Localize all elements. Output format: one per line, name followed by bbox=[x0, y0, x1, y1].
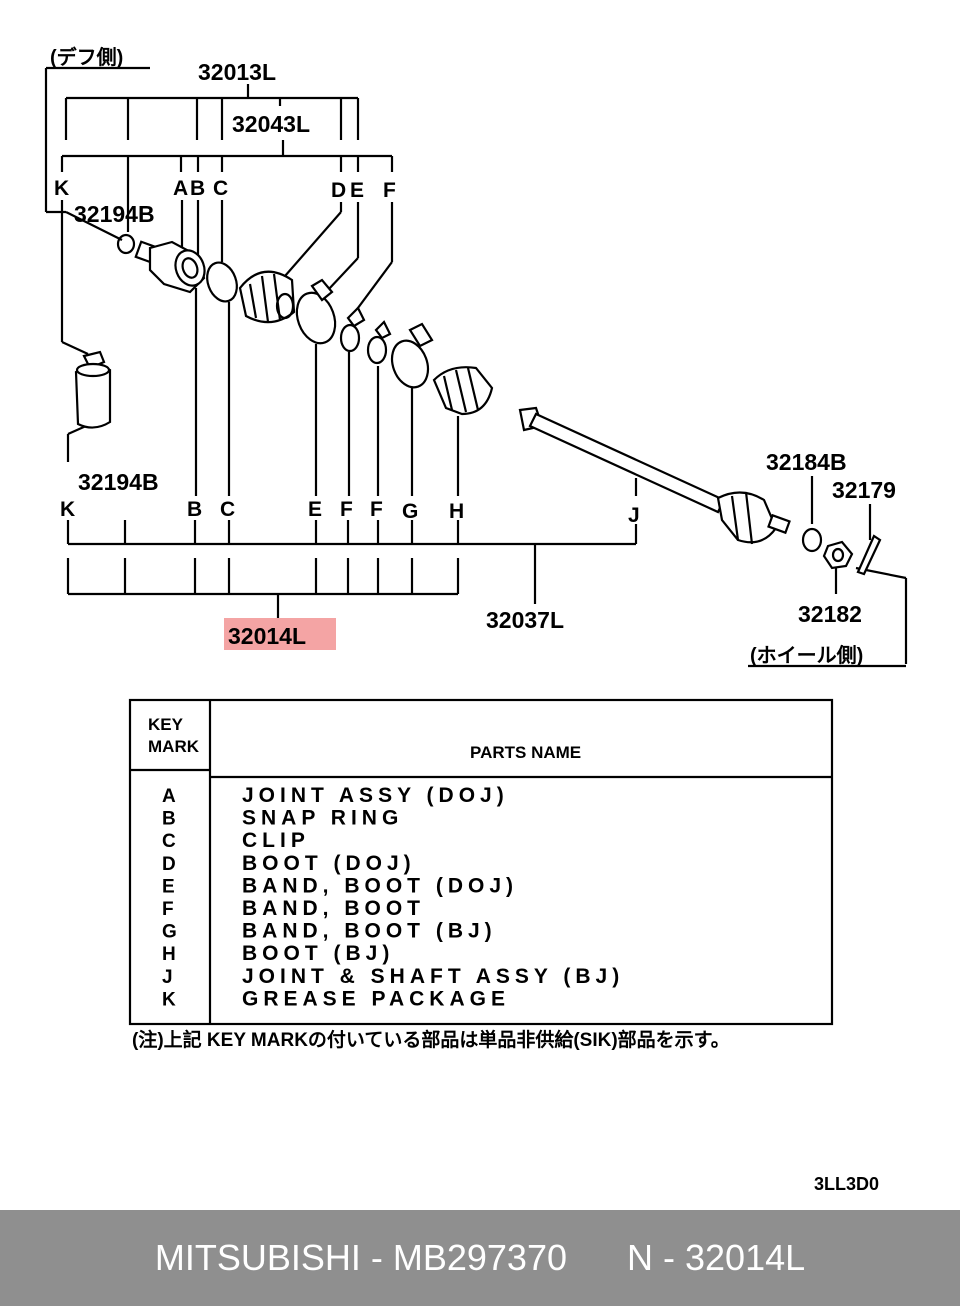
key-e-bottom: E bbox=[308, 498, 322, 521]
table-row-name: SNAP RING bbox=[242, 807, 403, 830]
part-32194b-top-label: 32194B bbox=[74, 201, 155, 227]
part-32037l-label: 32037L bbox=[486, 607, 564, 633]
key-mark-table: KEY MARK PARTS NAME A JOINT ASSY (DOJ) B SN… bbox=[128, 698, 834, 1026]
table-row-key: A bbox=[162, 786, 176, 807]
table-key-header-line2: MARK bbox=[148, 737, 200, 756]
bracket-lines bbox=[44, 66, 908, 668]
boot-doj-drawing bbox=[238, 270, 296, 324]
key-k-bottom: K bbox=[60, 498, 75, 521]
key-c-top: C bbox=[213, 177, 228, 200]
part-32194b-bottom-label: 32194B bbox=[78, 469, 159, 495]
key-e-top: E bbox=[350, 179, 364, 202]
boot-bj-drawing bbox=[432, 366, 494, 416]
band-f1-drawing bbox=[339, 306, 366, 353]
table-row-key: H bbox=[162, 944, 176, 965]
table-row-name: JOINT & SHAFT ASSY (BJ) bbox=[242, 965, 624, 988]
table-row-key: C bbox=[162, 831, 176, 852]
table-row-name: BAND, BOOT bbox=[242, 897, 425, 920]
part-32014l-label[interactable]: 32014L bbox=[228, 623, 306, 649]
part-32182-label: 32182 bbox=[798, 601, 862, 627]
footer-brand-part: MITSUBISHI - MB297370 bbox=[154, 1237, 567, 1278]
table-parts-header: PARTS NAME bbox=[470, 743, 581, 762]
table-row-name: CLIP bbox=[242, 829, 310, 852]
key-h-bottom: H bbox=[449, 500, 464, 523]
table-row-key: B bbox=[162, 809, 176, 830]
table-row-name: BOOT (BJ) bbox=[242, 942, 394, 965]
table-row-name: JOINT ASSY (DOJ) bbox=[242, 784, 509, 807]
part-32013l-label: 32013L bbox=[198, 59, 276, 85]
nut-drawing bbox=[822, 540, 854, 570]
key-k-top: K bbox=[54, 177, 69, 200]
band-e-drawing bbox=[295, 278, 337, 345]
part-32043l-label: 32043L bbox=[232, 111, 310, 137]
grease-package-drawing bbox=[74, 350, 112, 429]
snap-ring-drawing bbox=[116, 233, 136, 255]
footer-ref: N - 32014L bbox=[627, 1237, 806, 1278]
table-row-name: GREASE PACKAGE bbox=[242, 987, 510, 1010]
table-row-key: D bbox=[162, 854, 176, 875]
table-row-key: J bbox=[162, 967, 173, 988]
table-row-key: G bbox=[162, 922, 177, 943]
table-key-header-line1: KEY bbox=[148, 715, 184, 734]
band-g-drawing bbox=[390, 322, 434, 389]
doj-joint-drawing bbox=[134, 240, 206, 294]
key-a-top: A bbox=[173, 177, 188, 200]
table-row-key: F bbox=[162, 899, 174, 920]
key-j-bottom: J bbox=[628, 504, 640, 527]
footer-bar: MITSUBISHI - MB297370 N - 32014L bbox=[0, 1210, 960, 1306]
table-row-key: K bbox=[162, 989, 176, 1010]
key-f1-bottom: F bbox=[340, 498, 353, 521]
key-f-top: F bbox=[383, 179, 396, 202]
highlight-box bbox=[224, 618, 336, 650]
key-b-bottom: B bbox=[187, 498, 202, 521]
key-c-bottom: C bbox=[220, 498, 235, 521]
clip-drawing bbox=[206, 261, 238, 303]
wheel-side-label: (ホイール側) bbox=[750, 644, 863, 667]
part-32184b-label: 32184B bbox=[766, 449, 847, 475]
table-rows: A JOINT ASSY (DOJ) B SNAP RING C CLIP D BOOT (D… bbox=[162, 784, 624, 1010]
drawing-code: 3LL3D0 bbox=[814, 1174, 879, 1194]
table-row-name: BAND, BOOT (DOJ) bbox=[242, 874, 518, 897]
footer-spacer bbox=[567, 1237, 627, 1279]
key-b-top: B bbox=[190, 177, 205, 200]
parts-drawings bbox=[74, 233, 882, 576]
footnote: (注)上記 KEY MARKの付いている部品は単品非供給(SIK)部品を示す。 bbox=[132, 1028, 730, 1051]
parts-diagram: (デフ側) 32013L 32043L K A B C D E F 32194B… bbox=[44, 45, 908, 1194]
table-row-name: BOOT (DOJ) bbox=[242, 852, 416, 875]
diff-side-label: (デフ側) bbox=[50, 45, 123, 69]
washer-drawing bbox=[801, 527, 823, 553]
shaft-assy-drawing bbox=[518, 406, 791, 545]
key-d-top: D bbox=[331, 179, 346, 202]
table-row-key: E bbox=[162, 876, 175, 897]
cotter-pin-drawing bbox=[856, 534, 882, 576]
key-g-bottom: G bbox=[402, 500, 418, 523]
part-32179-label: 32179 bbox=[832, 477, 896, 503]
band-f2-drawing bbox=[366, 320, 392, 365]
key-f2-bottom: F bbox=[370, 498, 383, 521]
table-row-name: BAND, BOOT (BJ) bbox=[242, 920, 497, 943]
